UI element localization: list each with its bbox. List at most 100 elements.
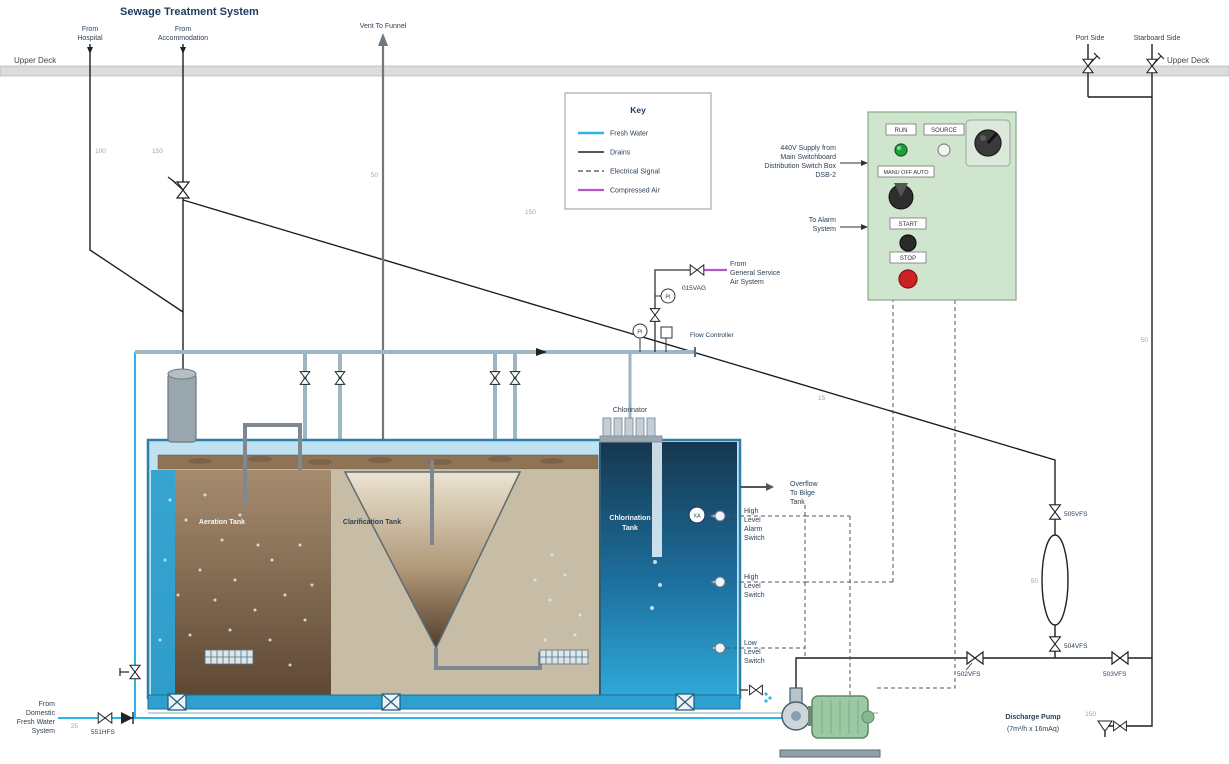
valve-015vag[interactable]: [689, 264, 705, 276]
valve-505vfs[interactable]: [1049, 504, 1061, 520]
drop-valve-4[interactable]: [509, 371, 521, 385]
overflow-arrow: [766, 483, 774, 491]
inlet-chamber-cap: [167, 368, 197, 380]
key-label-air: Compressed Air: [610, 188, 660, 195]
pressure-gauge-1: [660, 288, 676, 304]
fresh-water-lines: [58, 352, 788, 724]
supply-note-4: DSB-2: [815, 172, 836, 179]
size-vent: 50: [371, 172, 379, 179]
signal-to-pump: [875, 300, 956, 689]
label-502vfs: 502VFS: [957, 671, 981, 678]
manifold-flow-arrow: [536, 348, 547, 356]
pump-base: [779, 749, 881, 758]
tank-feet: [167, 693, 695, 711]
valve-551hfs[interactable]: [97, 712, 113, 724]
pump-coupling: [808, 706, 814, 726]
tank-base: [147, 694, 741, 710]
riser-valve[interactable]: [119, 664, 141, 680]
discharge-pump: [779, 687, 881, 758]
selector-knob[interactable]: [888, 183, 914, 210]
alarm-note-1: To Alarm: [809, 217, 836, 224]
chlorination-section: [600, 442, 737, 695]
discharge-pump-rating: (7m³/h x 16mAq): [1007, 726, 1059, 733]
key-label-electrical: Electrical Signal: [610, 169, 660, 176]
supply-note-1: 440V Supply from: [780, 145, 836, 152]
flow-controller-group: PI: [632, 323, 673, 352]
valve-503vfs[interactable]: [1111, 651, 1129, 665]
supply-note-2: Main Switchboard: [780, 154, 836, 161]
air-source-1: From: [730, 261, 747, 268]
run-lamp-glint: [897, 146, 901, 150]
vent-arrow: [378, 33, 388, 46]
aeration-tank-label: Aeration Tank: [199, 519, 245, 526]
vented-loop: [1041, 534, 1069, 626]
inlet-chamber: [167, 373, 197, 443]
run-label: RUN: [895, 128, 908, 134]
distribution-manifold: [135, 347, 696, 440]
drop-valve-1[interactable]: [299, 371, 311, 385]
accommodation-flow-arrow: [180, 47, 186, 54]
air-diffusers: [204, 649, 589, 665]
fresh-source-4: System: [32, 728, 56, 735]
hospital-drain-line: [89, 44, 184, 313]
high-alarm-1: High: [744, 508, 759, 515]
chlorinator-label: Chlorinator: [613, 407, 648, 414]
starboard-side-label: Starboard Side: [1134, 35, 1181, 42]
main-knob[interactable]: [974, 129, 1002, 157]
overboard-risers: [1087, 44, 1153, 658]
air-branch: PI: [654, 268, 727, 352]
check-valve: [121, 712, 133, 724]
sample-splash: [764, 692, 772, 703]
key-label-drains: Drains: [610, 150, 631, 157]
aeration-water-edge: [151, 470, 175, 696]
start-button[interactable]: [899, 234, 917, 252]
size-bottom-drain: 150: [1085, 711, 1096, 718]
valve-504vfs[interactable]: [1049, 636, 1061, 652]
fresh-source-1: From: [39, 701, 56, 708]
size-fresh: 25: [71, 723, 79, 730]
signal-to-panel-1: [805, 300, 894, 583]
alarm-arrow-head: [861, 224, 868, 230]
chlorinator: [599, 417, 663, 443]
starboard-deck-valve[interactable]: [1146, 52, 1165, 74]
drop-valve-2[interactable]: [334, 371, 346, 385]
size-loop: 50: [1031, 578, 1039, 585]
supply-arrow-head: [861, 160, 868, 166]
selector-label: MANU OFF AUTO: [883, 170, 929, 176]
source-label: SOURCE: [931, 128, 957, 134]
upper-deck-band: [0, 65, 1229, 77]
run-label-plate: [885, 123, 917, 136]
upper-deck-right-label: Upper Deck: [1167, 56, 1210, 65]
from-hospital-2: Hospital: [77, 35, 103, 42]
flow-controller-label: Flow Controller: [690, 332, 735, 339]
low-switch-1: Low: [744, 640, 758, 647]
sample-valve[interactable]: [749, 684, 763, 696]
drop-valve-3[interactable]: [489, 371, 501, 385]
control-panel: RUN SOURCE MANU OFF AUTO START STOP: [867, 111, 1017, 301]
key-label-fresh-water: Fresh Water: [610, 131, 649, 138]
from-hospital-1: From: [82, 26, 99, 33]
hospital-flow-arrow: [87, 47, 93, 54]
stop-button[interactable]: [898, 269, 918, 289]
label-015vag: 015VAG: [682, 285, 706, 292]
bottom-drain-valve[interactable]: [1113, 720, 1127, 732]
high-switch-1: High: [744, 574, 759, 581]
chlorination-tank-label-1: Chlorination: [609, 515, 650, 522]
motor-endcap: [861, 710, 875, 724]
pi2-label: PI: [637, 330, 643, 336]
air-reducing-valve[interactable]: [649, 308, 661, 322]
bottom-drain-line: [1108, 658, 1153, 727]
port-deck-valve[interactable]: [1082, 52, 1101, 74]
float-signal-stubs: [726, 515, 805, 649]
high-switch-2: Level: [744, 583, 761, 590]
flow-controller-symbol[interactable]: [660, 326, 673, 339]
high-alarm-4: Switch: [744, 535, 765, 542]
internal-transfer-pipe: [243, 423, 302, 505]
page-title: Sewage Treatment System: [120, 6, 259, 18]
stop-label: STOP: [900, 256, 916, 262]
signal-alarm-branch: [805, 515, 851, 696]
waterfall-foam: [650, 560, 662, 610]
accommodation-valve[interactable]: [167, 176, 190, 199]
valve-502vfs[interactable]: [966, 651, 984, 665]
